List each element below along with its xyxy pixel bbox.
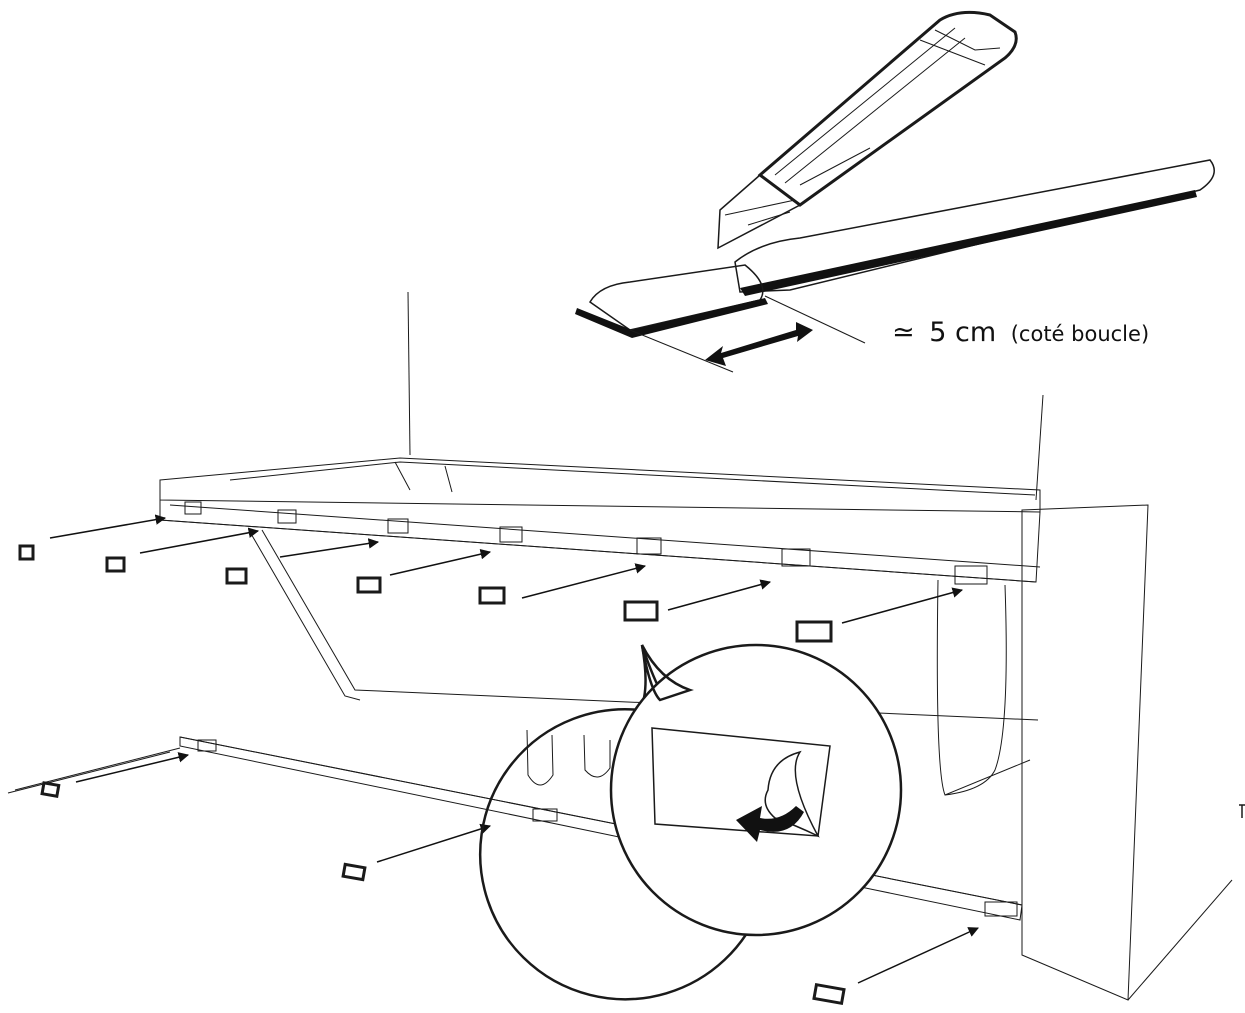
peel-backing-icon <box>651 727 831 842</box>
peel-detail-bubble <box>478 643 903 1001</box>
double-arrow-icon <box>705 322 813 366</box>
loose-pad <box>105 556 126 573</box>
placement-arrow <box>49 514 167 539</box>
wall-line-right <box>1035 394 1044 501</box>
utility-knife-icon <box>717 10 1018 250</box>
placement-arrow <box>139 527 260 554</box>
svg-text:≃ 5 cm (coté boucl: ≃ 5 cm (coté boucle) <box>892 317 1149 348</box>
velcro-cut-piece <box>575 264 768 338</box>
peel-direction-arrow <box>736 806 804 842</box>
mounted-pad <box>954 565 988 585</box>
placement-arrow <box>376 823 492 863</box>
placement-arrows <box>49 514 979 984</box>
loose-pads <box>18 544 846 1006</box>
placement-arrow <box>75 752 190 783</box>
mounted-pad <box>387 518 409 534</box>
mounted-pads <box>184 501 1018 917</box>
placement-arrow <box>389 549 492 576</box>
loose-pad <box>623 600 659 622</box>
loose-pad <box>356 576 382 594</box>
tub-inner-rim <box>229 461 1036 496</box>
mounted-pad <box>636 537 662 555</box>
cutting-detail <box>575 10 1215 373</box>
loose-pad <box>478 586 506 605</box>
mounted-pad <box>277 509 297 524</box>
wall-line-left <box>407 291 411 456</box>
measurement-note: (coté boucle) <box>1011 322 1149 346</box>
loose-pad <box>225 567 248 585</box>
approx-symbol: ≃ <box>892 317 915 348</box>
side-cabinet <box>1021 504 1149 1001</box>
apron-band <box>159 500 1041 583</box>
placement-arrow <box>521 563 647 599</box>
tub-leg <box>526 729 554 786</box>
loose-pad <box>795 620 833 643</box>
mounted-pad <box>184 501 202 515</box>
measurement-label: ≃ 5 cm (coté boucle) <box>892 317 1149 348</box>
tub-rim <box>159 457 1041 513</box>
placement-arrow <box>279 538 380 558</box>
measurement-value: 5 cm <box>929 317 996 348</box>
mounted-pad <box>499 526 523 543</box>
mounted-pad <box>984 901 1018 917</box>
placement-arrow <box>841 587 964 624</box>
mounted-pad <box>532 808 558 822</box>
mounted-pad <box>197 739 217 752</box>
loose-pad <box>341 862 367 882</box>
placement-arrow <box>667 579 772 611</box>
loose-pad <box>812 982 846 1006</box>
loose-pad <box>40 781 61 799</box>
loose-pad <box>18 544 35 561</box>
mounted-pad <box>781 548 811 567</box>
velcro-strip-icon <box>734 159 1215 296</box>
placement-arrow <box>857 927 979 984</box>
bathtub-structure <box>7 291 1245 1001</box>
